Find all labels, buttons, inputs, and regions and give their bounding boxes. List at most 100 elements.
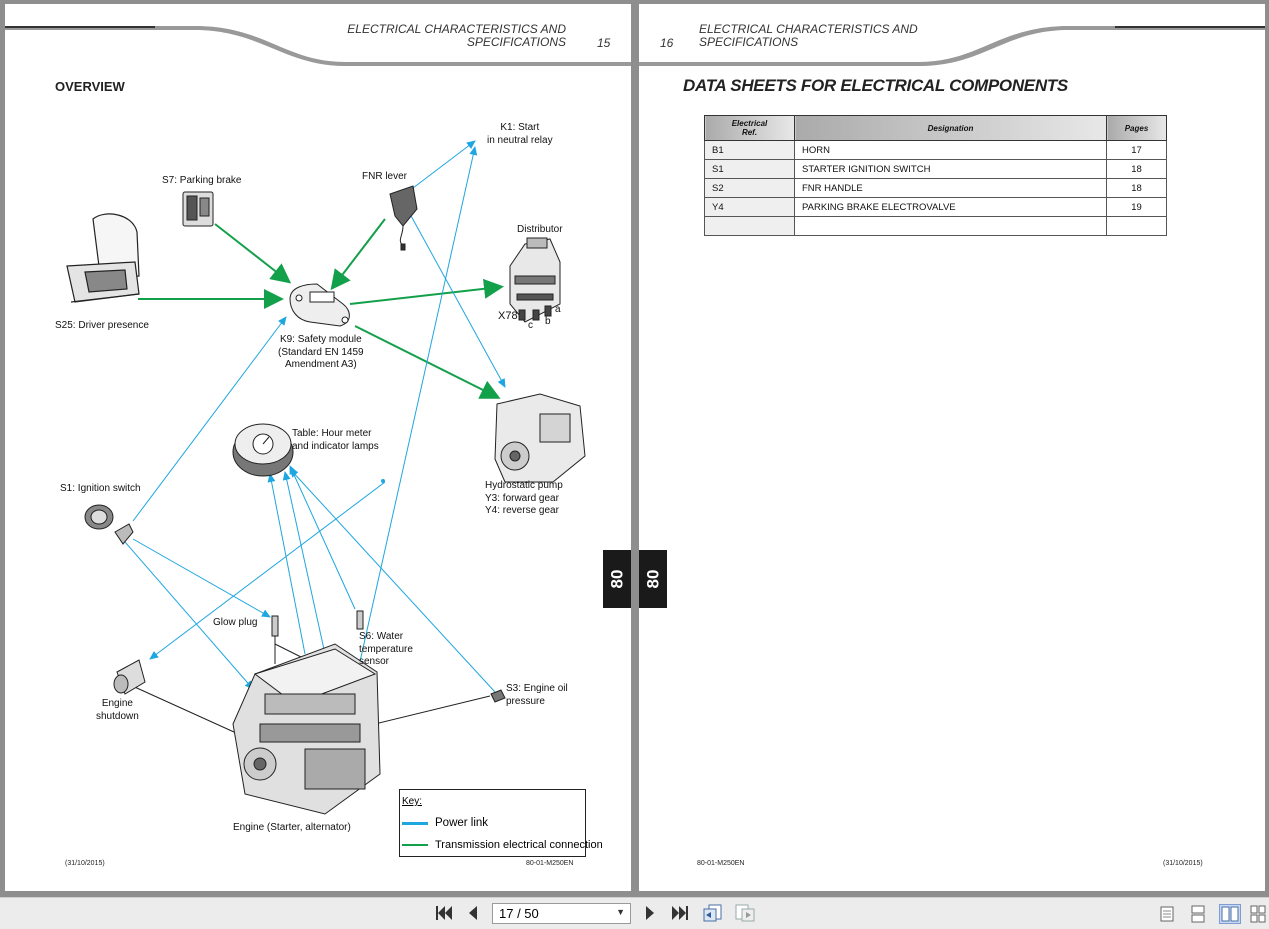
transmission-swatch xyxy=(402,844,428,846)
cell-designation xyxy=(794,216,1107,236)
hydro-label-line1: Hydrostatic pump xyxy=(485,480,563,491)
hydrostatic-pump-label: Hydrostatic pump Y3: forward gear Y4: re… xyxy=(485,480,563,518)
fnr-label: FNR lever xyxy=(362,171,408,182)
header-line-1: ELECTRICAL CHARACTERISTICS AND xyxy=(347,22,566,36)
table-row: Y4 PARKING BRAKE ELECTROVALVE 19 xyxy=(704,197,1167,217)
footer-date: (31/10/2015) xyxy=(1163,860,1203,867)
cell-ref xyxy=(704,216,795,236)
legend-transmission-label: Transmission electrical connection xyxy=(435,839,603,851)
col-header-pages: Pages xyxy=(1106,115,1167,141)
k1-label: K1: Start in neutral relay xyxy=(487,122,553,147)
first-page-icon[interactable] xyxy=(434,904,454,922)
footer-doc-code: 80-01-M250EN xyxy=(697,860,745,867)
footer-doc-code: 80-01-M250EN xyxy=(526,860,574,867)
glow-plug-label: Glow plug xyxy=(213,617,258,628)
chevron-down-icon[interactable]: ▼ xyxy=(616,907,625,917)
parking-brake-switch-image xyxy=(182,191,214,227)
col-header-designation: Designation xyxy=(794,115,1107,141)
s3-label: S3: Engine oil pressure xyxy=(506,683,568,708)
hydrostatic-pump-image xyxy=(494,393,586,483)
distributor-image xyxy=(509,237,561,323)
header-swoosh xyxy=(5,26,631,66)
shutdown-label-line2: shutdown xyxy=(96,710,139,722)
left-page: ELECTRICAL CHARACTERISTICS AND SPECIFICA… xyxy=(5,4,631,891)
next-page-icon[interactable] xyxy=(642,904,658,922)
page-header: ELECTRICAL CHARACTERISTICS AND SPECIFICA… xyxy=(699,23,918,49)
cell-designation: FNR HANDLE xyxy=(794,178,1107,198)
k9-label: K9: Safety module (Standard EN 1459 Amen… xyxy=(278,334,364,372)
k9-label-line2: (Standard EN 1459 xyxy=(278,346,364,358)
page-title: DATA SHEETS FOR ELECTRICAL COMPONENTS xyxy=(683,76,1068,95)
s6-label: S6: Water temperature sensor xyxy=(359,631,413,669)
table-row: S1 STARTER IGNITION SWITCH 18 xyxy=(704,159,1167,179)
s6-label-line3: sensor xyxy=(359,656,390,667)
col-header-ref-line2: Ref. xyxy=(741,128,758,137)
hydro-label-line2: Y3: forward gear xyxy=(485,492,559,504)
engine-shutdown-image xyxy=(113,659,146,695)
s3-label-line2: pressure xyxy=(506,695,545,707)
legend-transmission-row: Transmission electrical connection xyxy=(402,839,603,851)
x78-label: X78 xyxy=(498,310,518,322)
engine-shutdown-label: Engine shutdown xyxy=(96,698,139,723)
header-line-2: SPECIFICATIONS xyxy=(466,35,566,49)
k1-label-line1: K1: Start xyxy=(500,122,540,133)
previous-page-icon[interactable] xyxy=(465,904,481,922)
col-header-ref-line1: Electrical xyxy=(731,119,768,128)
page-header: ELECTRICAL CHARACTERISTICS AND SPECIFICA… xyxy=(347,23,566,49)
cell-ref: B1 xyxy=(704,140,795,160)
connector-c-label: c xyxy=(528,320,533,331)
s6-label-line2: temperature xyxy=(359,643,413,655)
s25-label: S25: Driver presence xyxy=(55,320,149,331)
next-view-icon[interactable] xyxy=(734,903,756,923)
previous-view-icon[interactable] xyxy=(702,903,724,923)
engine-image xyxy=(232,643,381,815)
s1-label: S1: Ignition switch xyxy=(60,483,141,494)
two-page-view-icon[interactable] xyxy=(1219,904,1241,924)
hydro-label-line3: Y4: reverse gear xyxy=(485,505,559,516)
engine-label: Engine (Starter, alternator) xyxy=(233,822,351,833)
section-tab-label: 80 xyxy=(642,569,662,589)
section-tab-label: 80 xyxy=(606,569,626,589)
section-tab: 80 xyxy=(639,550,667,608)
section-tab: 80 xyxy=(603,550,631,608)
transmission-links xyxy=(138,218,504,399)
table-label-line1: Table: Hour meter xyxy=(292,428,372,439)
hour-meter-image xyxy=(232,423,294,477)
power-link-swatch xyxy=(402,821,428,825)
table-row: S2 FNR HANDLE 18 xyxy=(704,178,1167,198)
continuous-view-icon[interactable] xyxy=(1187,904,1209,924)
distributor-label: Distributor xyxy=(517,224,563,235)
water-temp-sensor-image xyxy=(356,610,364,630)
connector-b-label: b xyxy=(545,316,551,327)
k1-label-line2: in neutral relay xyxy=(487,134,553,146)
table-row xyxy=(704,216,1167,236)
s3-label-line1: S3: Engine oil xyxy=(506,683,568,694)
s6-label-line1: S6: Water xyxy=(359,631,404,642)
footer-date: (31/10/2015) xyxy=(65,860,105,867)
wiring-diagram xyxy=(66,140,586,815)
table-label: Table: Hour meter and indicator lamps xyxy=(292,428,379,453)
single-page-view-icon[interactable] xyxy=(1156,904,1178,924)
header-line-2: SPECIFICATIONS xyxy=(699,35,799,49)
driver-seat-image xyxy=(66,213,140,303)
page-number-input[interactable]: 17 / 50 ▼ xyxy=(492,903,631,924)
cell-designation: PARKING BRAKE ELECTROVALVE xyxy=(794,197,1107,217)
two-page-continuous-view-icon[interactable] xyxy=(1248,904,1268,924)
table-row: B1 HORN 17 xyxy=(704,140,1167,160)
table-label-line2: and indicator lamps xyxy=(292,440,379,452)
legend-power-row: Power link xyxy=(402,817,488,829)
header-line-1: ELECTRICAL CHARACTERISTICS AND xyxy=(699,22,918,36)
legend-power-label: Power link xyxy=(435,817,489,829)
glow-plug-image xyxy=(271,615,279,637)
cell-ref: S2 xyxy=(704,178,795,198)
power-links xyxy=(124,140,506,693)
cell-pages xyxy=(1106,216,1167,236)
last-page-icon[interactable] xyxy=(670,904,690,922)
fnr-lever-image xyxy=(389,185,418,251)
pdf-toolbar xyxy=(0,897,1269,929)
page-number: 16 xyxy=(660,36,674,50)
oil-pressure-sensor-image xyxy=(490,689,506,703)
